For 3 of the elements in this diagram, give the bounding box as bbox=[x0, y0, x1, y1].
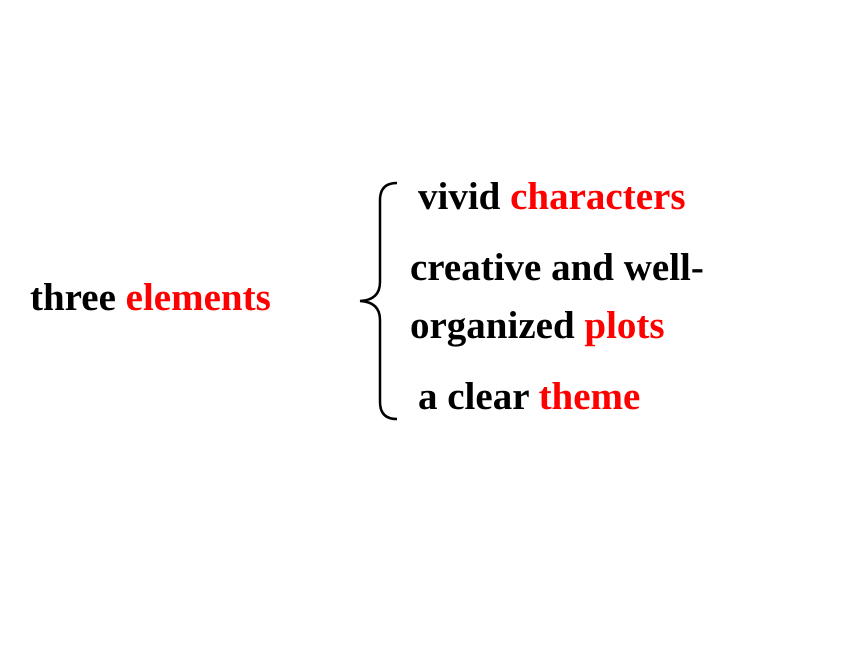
element-text: a clear theme bbox=[418, 374, 642, 420]
element-text: vivid characters bbox=[418, 174, 687, 220]
topic-text: three elements bbox=[30, 275, 272, 321]
